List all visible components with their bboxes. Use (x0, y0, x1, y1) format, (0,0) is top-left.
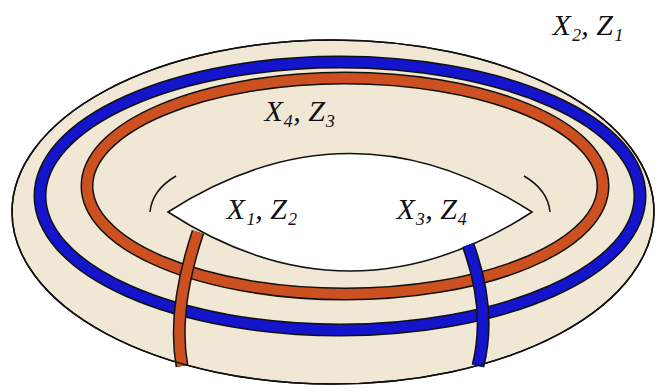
operator-label: X₃, Z₄ (397, 192, 468, 225)
loop-outline (468, 245, 483, 366)
operator-label: X₁, Z₂ (227, 192, 298, 225)
hole-rim (524, 176, 550, 212)
loop-outline (40, 62, 640, 330)
blue-meridian (468, 245, 483, 366)
torus-outline (12, 40, 654, 384)
blue-loop (40, 62, 640, 330)
operator-label: X₂, Z₁ (553, 8, 624, 41)
loop-outline (179, 232, 198, 366)
orange-meridian (179, 232, 198, 366)
loop-outline (87, 78, 603, 294)
hole-rim (150, 176, 176, 212)
orange-loop (87, 78, 603, 294)
torus-body (12, 40, 654, 384)
operator-label: X₄, Z₃ (265, 94, 336, 127)
